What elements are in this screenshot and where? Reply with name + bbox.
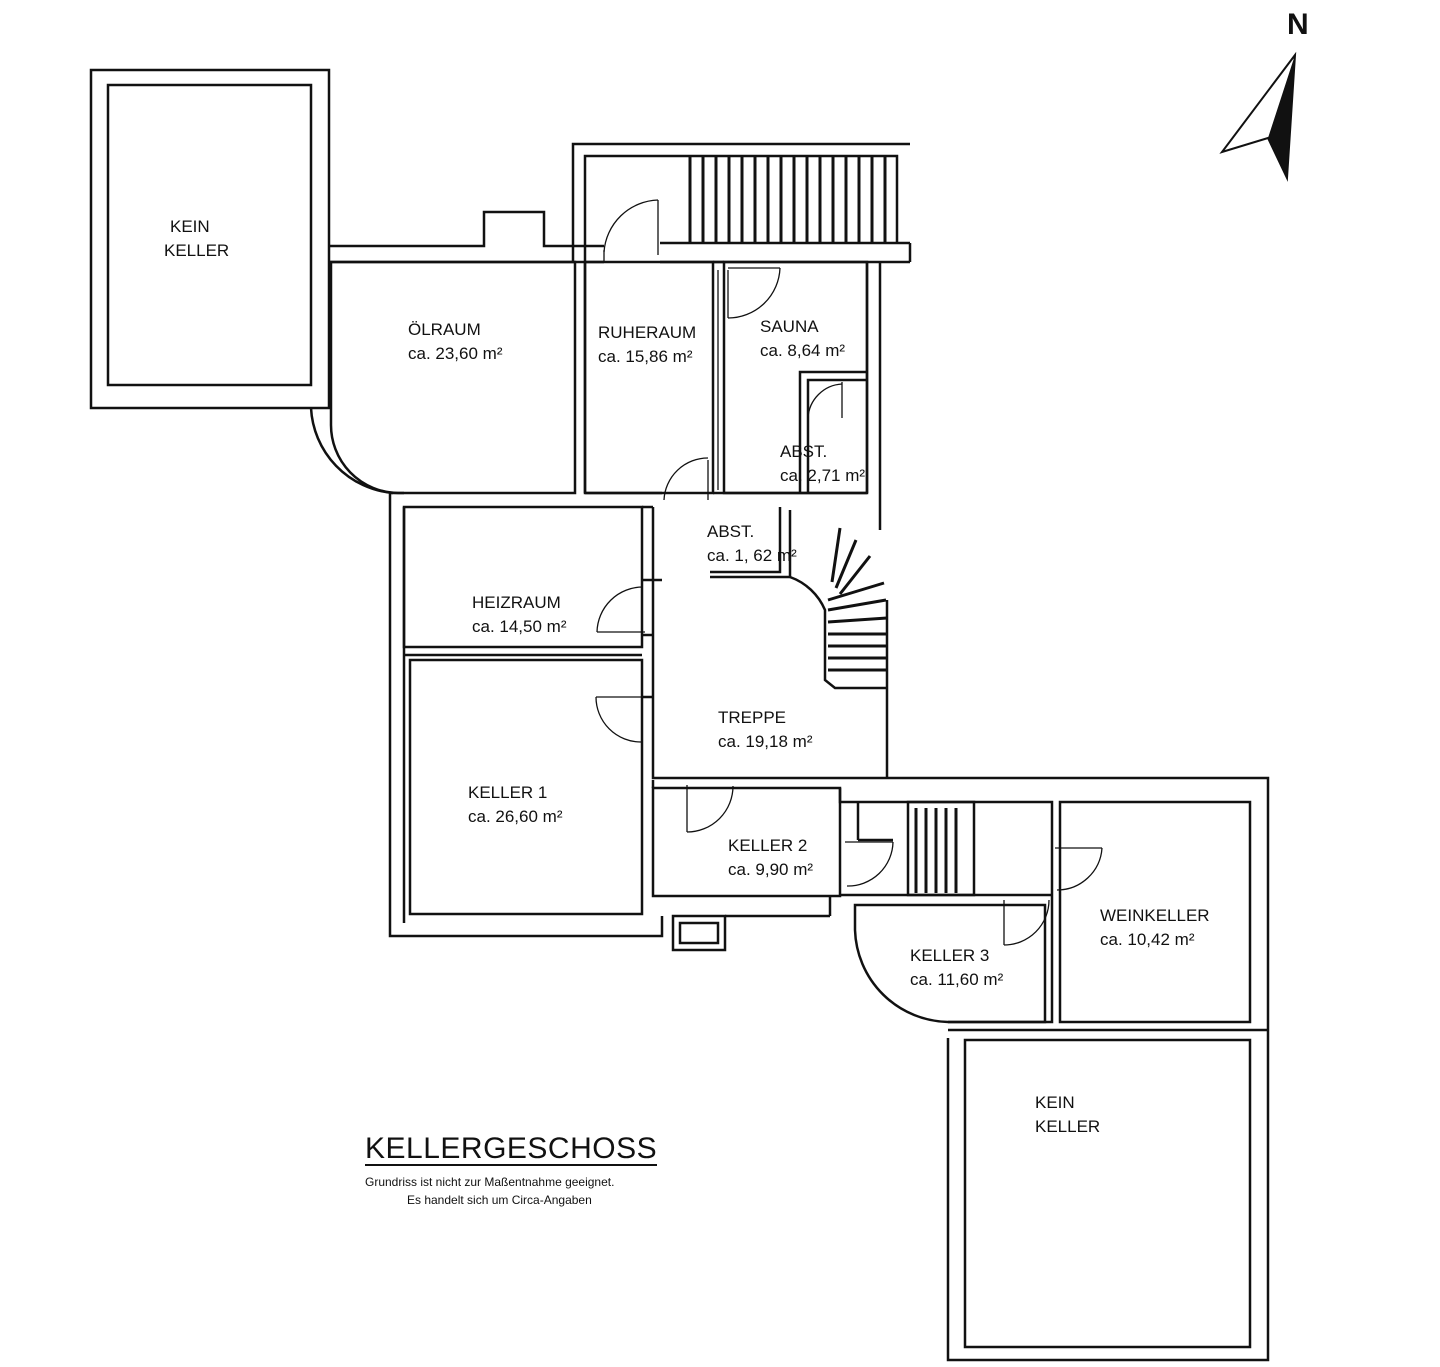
- label-abst-sauna-name: ABST.: [780, 442, 827, 461]
- label-kein-keller-nw-2: KELLER: [164, 241, 229, 260]
- label-abst-sauna-area: ca. 2,71 m²: [780, 466, 865, 485]
- label-abst-treppe-area: ca. 1, 62 m²: [707, 546, 797, 565]
- walls-east-north: [713, 262, 882, 530]
- label-kein-keller-se-1: KEIN: [1035, 1093, 1075, 1112]
- label-weinkeller-area: ca. 10,42 m²: [1100, 930, 1195, 949]
- room-treppe: [642, 505, 889, 780]
- label-keller1-name: KELLER 1: [468, 783, 547, 802]
- label-ruheraum-area: ca. 15,86 m²: [598, 347, 693, 366]
- stair-north-treads: [688, 156, 887, 243]
- room-oelraum: [309, 260, 587, 495]
- label-treppe-name: TREPPE: [718, 708, 786, 727]
- label-keller3-area: ca. 11,60 m²: [910, 970, 1004, 989]
- room-keller1: [408, 658, 645, 916]
- stair-south: [906, 800, 976, 897]
- label-heizraum-area: ca. 14,50 m²: [472, 617, 567, 636]
- room-keller3: [840, 893, 1052, 1024]
- label-sauna-name: SAUNA: [760, 317, 819, 336]
- label-kein-keller-nw-1: KEIN: [170, 217, 210, 236]
- label-heizraum-name: HEIZRAUM: [472, 593, 561, 612]
- room-ruheraum: [583, 260, 715, 501]
- label-treppe-area: ca. 19,18 m²: [718, 732, 813, 751]
- walls-west-block: [388, 491, 664, 938]
- room-keller2: [651, 780, 894, 952]
- label-sauna-area: ca. 8,64 m²: [760, 341, 845, 360]
- room-weinkeller: [1055, 800, 1252, 1024]
- label-abst-treppe-name: ABST.: [707, 522, 754, 541]
- label-keller1-area: ca. 26,60 m²: [468, 807, 563, 826]
- plan-title: KELLERGESCHOSS: [365, 1132, 657, 1165]
- room-kein-keller-se: [948, 1028, 1268, 1349]
- room-abst-sauna: [798, 370, 867, 493]
- room-heizraum: [402, 505, 645, 657]
- stair-north: [571, 142, 912, 264]
- plan-note-line1: Grundriss ist nicht zur Maßentnahme geei…: [365, 1175, 614, 1189]
- stair-spiral-treads: [827, 527, 888, 672]
- walls-north-connector: [329, 210, 604, 264]
- north-label: N: [1287, 8, 1309, 41]
- label-kein-keller-se-2: KELLER: [1035, 1117, 1100, 1136]
- label-oelraum-area: ca. 23,60 m²: [408, 344, 503, 363]
- label-keller2-area: ca. 9,90 m²: [728, 860, 813, 879]
- walls-south-block: [838, 776, 1270, 1362]
- north-arrow-icon: [1219, 51, 1297, 182]
- label-oelraum-name: ÖLRAUM: [408, 320, 481, 339]
- plan-note-line2: Es handelt sich um Circa-Angaben: [407, 1193, 592, 1207]
- label-keller3-name: KELLER 3: [910, 946, 989, 965]
- label-keller2-name: KELLER 2: [728, 836, 807, 855]
- label-weinkeller-name: WEINKELLER: [1100, 906, 1210, 925]
- room-kein-keller-nw: [89, 68, 331, 410]
- label-ruheraum-name: RUHERAUM: [598, 323, 696, 342]
